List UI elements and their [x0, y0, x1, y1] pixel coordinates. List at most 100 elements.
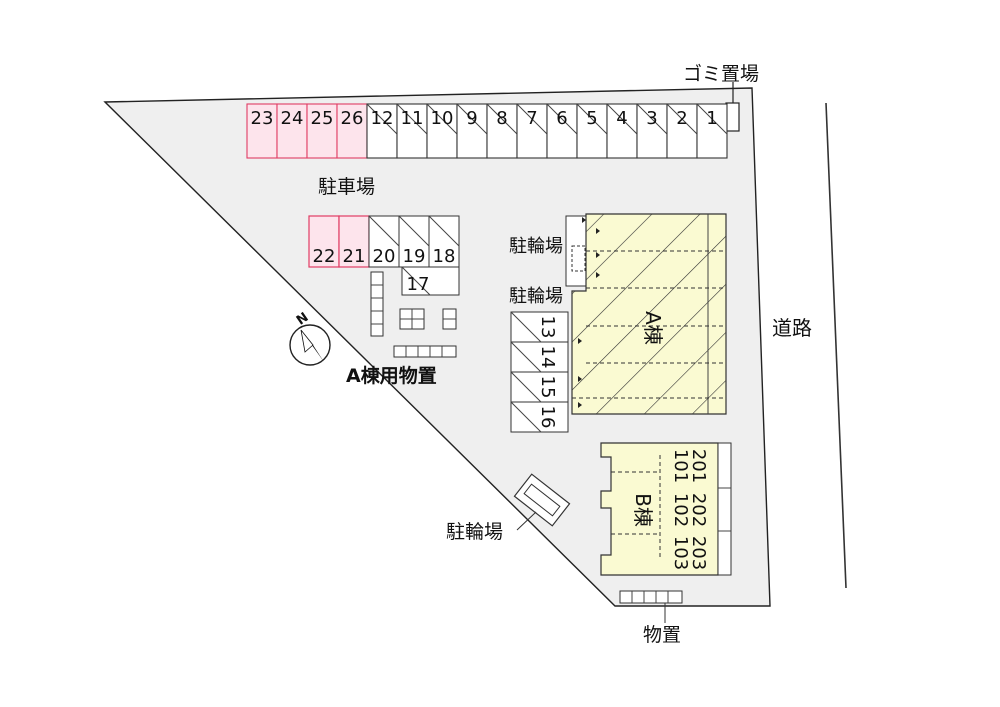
bicycle-parking-a: [565, 215, 587, 287]
parking-number: 25: [311, 108, 334, 129]
parking-space-pink: [306, 103, 338, 159]
parking-number: 20: [373, 246, 396, 267]
parking-space: [516, 103, 548, 159]
parking-number: 11: [401, 108, 424, 129]
parking-number: 19: [403, 246, 426, 267]
building-a: A棟: [571, 213, 727, 415]
parking-number: 23: [251, 108, 274, 129]
garbage-label: ゴミ置場: [683, 63, 759, 85]
parking-space: [486, 103, 518, 159]
parking-space: [510, 311, 569, 343]
parking-stripe: [666, 103, 698, 135]
parking-number: 26: [341, 108, 364, 129]
road-label: 道路: [772, 316, 812, 340]
bicycle-label: 駐輪場: [509, 286, 563, 307]
garbage-bin: [725, 102, 740, 132]
bicycle-rack-inner: [523, 483, 561, 517]
parking-number: 9: [466, 108, 477, 129]
parking-stripe: [426, 103, 458, 135]
parking-space-pink: [308, 215, 340, 268]
parking-stripe: [576, 103, 608, 135]
entrance-arrow: [596, 272, 600, 278]
a-storage-racks: [370, 271, 457, 358]
parking-space: [666, 103, 698, 159]
bottom-storage: [619, 590, 683, 623]
parking-space: [636, 103, 668, 159]
entrance-arrow: [596, 228, 600, 234]
parking-stripe: [396, 103, 428, 135]
parking-space: [366, 103, 398, 159]
bicycle-lower-leader: [516, 511, 537, 531]
parking-number: 17: [407, 274, 430, 295]
parking-label: 駐車場: [318, 176, 375, 198]
parking-stripe: [696, 103, 728, 135]
parking-stripe: [401, 266, 431, 296]
entrance-arrow: [596, 252, 600, 258]
parking-stripe: [516, 103, 548, 135]
compass: N: [289, 310, 331, 366]
parking-space-17: [401, 266, 460, 296]
parking-stripe: [366, 103, 398, 135]
entrance-arrow: [582, 217, 586, 223]
parking-stripe: [636, 103, 668, 135]
parking-stripe: [486, 103, 518, 135]
parking-stripe: [428, 215, 460, 247]
parking-number: 7: [526, 108, 537, 129]
bicycle-label: 駐輪場: [509, 236, 563, 257]
unit-number: 201: [688, 449, 709, 483]
rack-vertical: [370, 271, 384, 337]
storage-rack: [619, 590, 683, 604]
bicycle-rack: [565, 215, 587, 287]
building-b-balcony: [717, 442, 732, 576]
bicycle-rack-dash: [571, 245, 586, 272]
a-storage-label: A棟用物置: [346, 364, 437, 387]
compass-needle-light: [300, 329, 314, 353]
parking-number: 2: [676, 108, 687, 129]
parking-space: [696, 103, 728, 159]
vertical-parking: 13 14 15 16: [510, 311, 569, 433]
entrance-arrow: [578, 402, 582, 408]
parking-space-pink: [246, 103, 278, 159]
parking-stripe: [398, 215, 430, 247]
unit-number: 203: [688, 536, 709, 570]
parking-space-pink: [336, 103, 368, 159]
parking-stripe: [368, 215, 400, 247]
middle-parking-block: 22 21 20 19 18 17: [308, 215, 460, 296]
parking-space: [456, 103, 488, 159]
parking-number: 22: [313, 246, 336, 267]
unit-number: 202: [688, 493, 709, 527]
parking-number: 10: [431, 108, 454, 129]
parking-space: [510, 341, 569, 373]
parking-space: [510, 371, 569, 403]
building-b: B棟 201 101 202 102 203 103: [600, 442, 732, 576]
bicycle-label: 駐輪場: [446, 521, 503, 543]
parking-number: 21: [343, 246, 366, 267]
entrance-arrow: [578, 376, 582, 382]
parking-space: [396, 103, 428, 159]
parking-number: 5: [586, 108, 597, 129]
rack-horizontal: [393, 345, 457, 358]
parking-number: 16: [537, 406, 558, 429]
parking-number: 12: [371, 108, 394, 129]
parking-number: 1: [706, 108, 717, 129]
storage-label: 物置: [643, 624, 681, 646]
unit-number: 102: [670, 493, 691, 527]
parking-number: 8: [496, 108, 507, 129]
parking-stripe: [546, 103, 578, 135]
bicycle-parking-lower: [513, 473, 571, 527]
road-edge: [825, 102, 847, 589]
parking-space: [576, 103, 608, 159]
unit-number: 103: [670, 536, 691, 570]
parking-space: [606, 103, 638, 159]
parking-number: 6: [556, 108, 567, 129]
parking-number: 13: [537, 316, 558, 339]
parking-number: 24: [281, 108, 304, 129]
parking-number: 15: [537, 376, 558, 399]
parking-space: [510, 401, 569, 433]
parking-stripe: [456, 103, 488, 135]
entrance-arrow: [578, 338, 582, 344]
parking-number: 3: [646, 108, 657, 129]
parking-space-pink: [338, 215, 370, 268]
parking-number: 14: [537, 346, 558, 369]
